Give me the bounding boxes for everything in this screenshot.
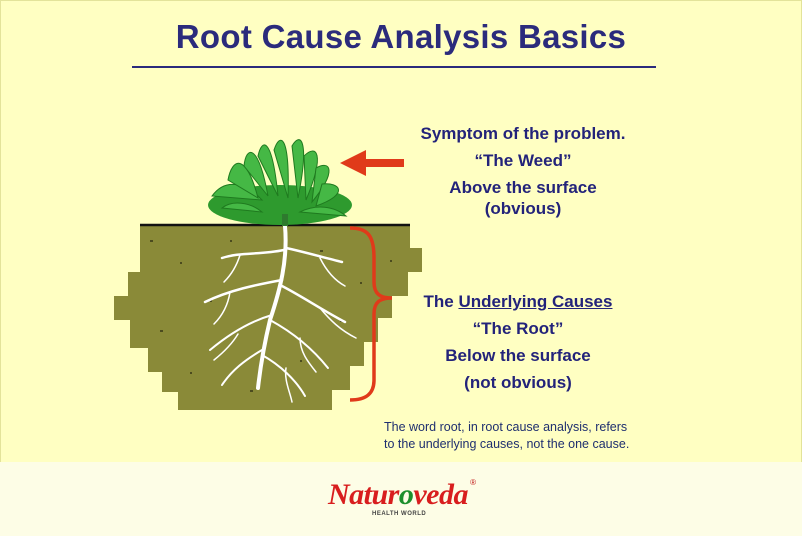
cause-line-1: The Underlying Causes	[388, 288, 648, 315]
cause-prefix: The	[423, 292, 459, 311]
logo-part-3: veda	[413, 478, 468, 511]
root-system	[203, 224, 357, 403]
symptom-line-3: Above the surface	[449, 178, 597, 197]
note-line-2: to the underlying causes, not the one ca…	[384, 437, 630, 451]
logo-wordmark: Naturoveda	[328, 478, 468, 511]
brand-logo: Naturoveda ® HEALTH WORLD	[328, 478, 476, 517]
note-line-1: The word root, in root cause analysis, r…	[384, 420, 628, 434]
title-underline	[132, 66, 656, 68]
cause-text: The Underlying Causes “The Root” Below t…	[388, 288, 648, 396]
symptom-line-2: “The Weed”	[474, 151, 572, 170]
symptom-text: Symptom of the problem. “The Weed” Above…	[393, 120, 653, 222]
symptom-line-4: (obvious)	[484, 199, 562, 218]
cause-underlined: Underlying Causes	[458, 292, 613, 311]
root-bracket	[349, 226, 393, 402]
symptom-arrow	[340, 150, 404, 176]
logo-part-1: Natur	[328, 478, 399, 511]
registered-mark: ®	[470, 478, 476, 487]
symptom-line-1: Symptom of the problem.	[420, 124, 626, 143]
cause-line-2: “The Root”	[472, 319, 564, 338]
cause-line-3: Below the surface	[445, 346, 591, 365]
slide-title: Root Cause Analysis Basics	[175, 18, 627, 55]
explanatory-note: The word root, in root cause analysis, r…	[384, 419, 684, 453]
logo-tagline: HEALTH WORLD	[372, 511, 427, 517]
footer-band	[0, 462, 802, 536]
weed-plant	[208, 139, 352, 226]
cause-line-4: (not obvious)	[464, 373, 572, 392]
logo-part-2: o	[398, 478, 414, 511]
soil-block	[114, 226, 422, 410]
